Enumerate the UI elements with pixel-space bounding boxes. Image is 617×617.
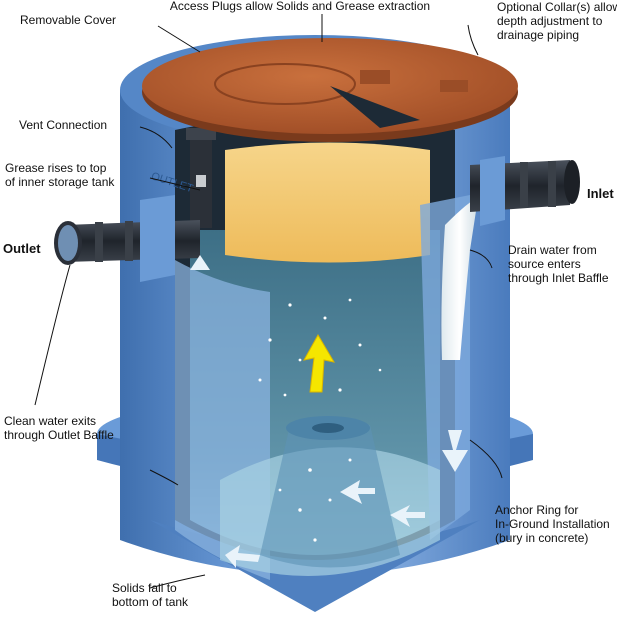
vent-pipe (186, 128, 216, 228)
label-optional-collar: Optional Collar(s) allow depth adjustmen… (497, 0, 617, 42)
outlet-pipe (54, 195, 200, 282)
white-arrow-left-mid (340, 480, 375, 504)
white-arrow-outlet (190, 255, 210, 270)
label-vent-connection: Vent Connection (19, 118, 108, 132)
label-outlet: Outlet (3, 241, 41, 256)
yellow-up-arrow (303, 333, 336, 393)
white-arrow-down (442, 430, 468, 472)
label-inlet: Inlet (587, 186, 614, 201)
inlet-pipe (470, 156, 580, 226)
inlet-water-stream (441, 198, 478, 360)
label-drain-water: Drain water from source enters through I… (508, 243, 609, 285)
label-solids-fall: Solids fall to bottom of tank (112, 581, 189, 609)
removable-cover (142, 38, 518, 142)
leader-lines (34, 14, 503, 589)
label-access-plugs: Access Plugs allow Solids and Grease ext… (169, 0, 431, 13)
label-removable-cover: Removable Cover (20, 13, 117, 27)
air-bubbles (258, 298, 382, 542)
white-arrow-left-low (390, 505, 425, 527)
label-anchor-ring: Anchor Ring for In-Ground Installation (… (495, 503, 610, 545)
label-grease-rises: Grease rises to top of inner storage tan… (5, 161, 115, 189)
flow-arrows (190, 255, 468, 568)
tank-interior (175, 115, 470, 580)
label-clean-water: Clean water exits through Outlet Baffle (4, 414, 114, 442)
white-arrow-bottom-left (225, 545, 260, 568)
